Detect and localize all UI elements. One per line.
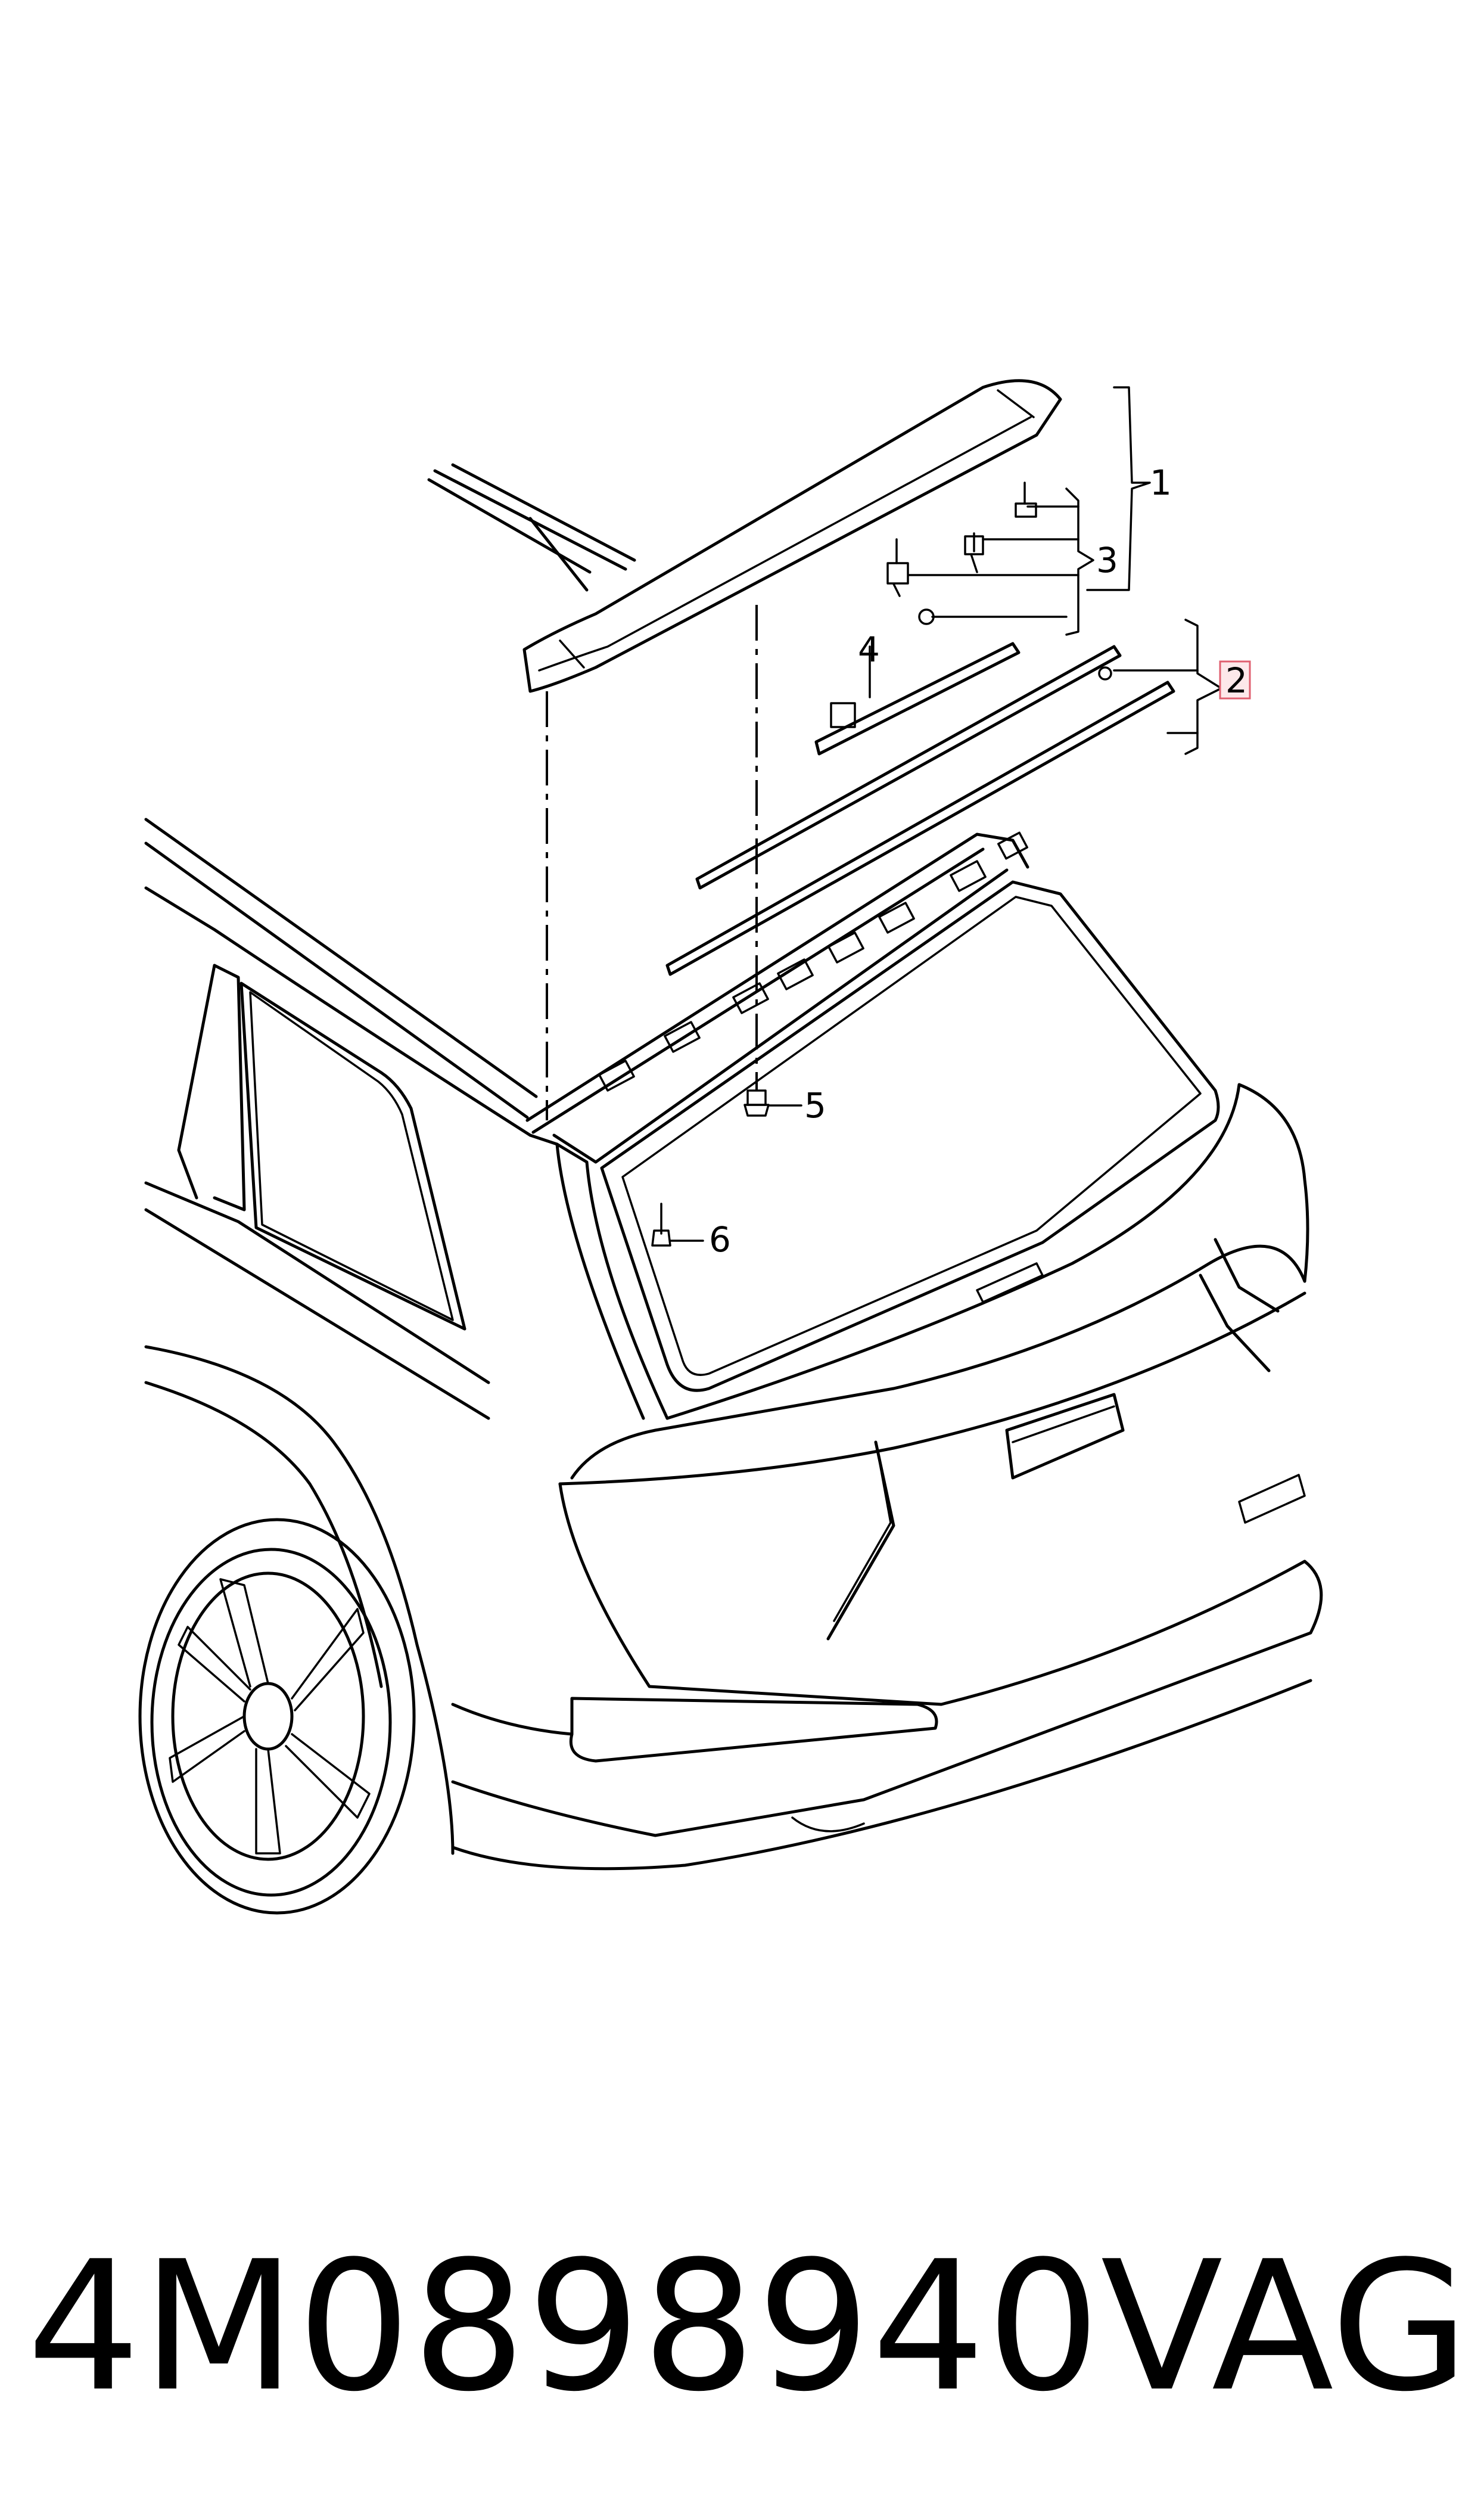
callout-1[interactable]: 1 [1150,462,1172,503]
callout-brackets [869,386,1222,755]
vehicle-outline [138,818,1323,1915]
roof-rails [427,463,636,592]
callout-6[interactable]: 6 [709,1219,731,1260]
part-number: 4M0898940 [27,2223,1102,2431]
trim-strips [665,645,1175,976]
callout-labels: 1 2 3 4 5 6 [709,462,1251,1260]
alignment-lines [546,605,758,1120]
brand-name: VAG [1100,2223,1469,2431]
callout-5[interactable]: 5 [804,1085,826,1126]
fasteners-part-3 [886,482,1037,625]
fastener-screw-6 [651,1203,704,1247]
rear-spoiler [522,379,1062,693]
callout-4[interactable]: 4 [858,629,880,670]
callout-2[interactable]: 2 [1225,660,1247,701]
brake-light-strip [814,642,1021,756]
callout-2-highlight[interactable]: 2 [1219,660,1251,701]
fastener-nut-5 [743,1089,802,1117]
footer: 4M0898940 VAG [0,2229,1484,2425]
callout-3[interactable]: 3 [1096,540,1118,580]
